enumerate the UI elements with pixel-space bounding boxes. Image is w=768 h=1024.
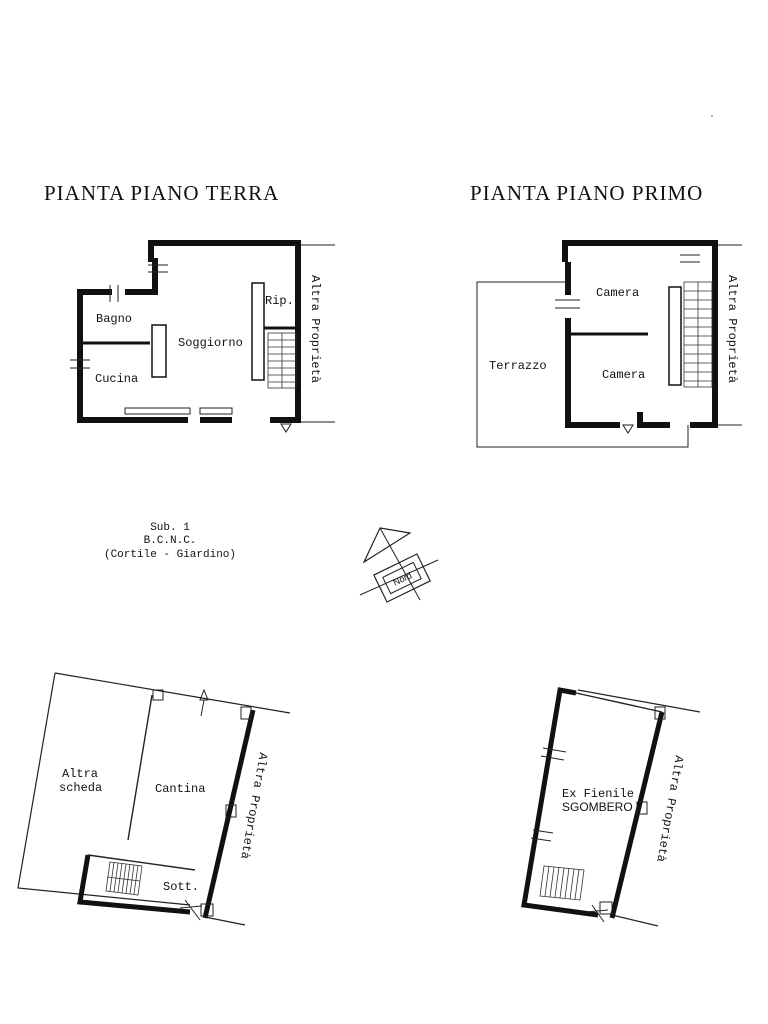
courtyard-note: Sub. 1 B.C.N.C. (Cortile - Giardino) bbox=[104, 522, 236, 561]
room-label-fienile: Ex Fienile bbox=[562, 787, 634, 801]
courtyard-sub: Sub. 1 bbox=[150, 522, 190, 534]
courtyard-description: (Cortile - Giardino) bbox=[104, 549, 236, 561]
ground-outer-wall bbox=[77, 289, 112, 365]
door-mark bbox=[585, 909, 609, 913]
room-label-ripostiglio: Rip. bbox=[265, 294, 294, 308]
staircase bbox=[683, 281, 713, 388]
partition-wall bbox=[151, 324, 167, 378]
partition-wall bbox=[668, 286, 682, 386]
window bbox=[530, 837, 552, 842]
entrance-arrow-icon bbox=[200, 699, 205, 717]
pillar bbox=[225, 804, 237, 818]
boundary-line bbox=[17, 672, 191, 906]
room-label-camera-bottom: Camera bbox=[602, 368, 645, 382]
barn-wall bbox=[575, 692, 663, 713]
neighbor-label: Altra Proprietà bbox=[725, 275, 739, 383]
boundary-line bbox=[204, 916, 246, 926]
ground-outer-wall bbox=[148, 240, 301, 423]
first-outer-wall bbox=[565, 318, 620, 428]
staircase bbox=[539, 865, 585, 901]
first-outer-wall bbox=[562, 240, 718, 428]
door-mark bbox=[184, 899, 201, 921]
room-label-cucina: Cucina bbox=[95, 372, 138, 386]
room-label-bagno: Bagno bbox=[96, 312, 132, 326]
entrance-arrow-icon bbox=[622, 424, 634, 434]
ground-floor-plan: Bagno Soggiorno Cucina Rip. Altra Propri… bbox=[70, 240, 335, 433]
room-label-sgombero: SGOMBERO bbox=[562, 800, 633, 814]
north-arrow-icon: Nord bbox=[359, 527, 439, 603]
first-outer-wall bbox=[637, 412, 670, 428]
boundary-line bbox=[54, 672, 291, 714]
room-label-sottoscala: Sott. bbox=[163, 880, 199, 894]
pillar bbox=[200, 903, 214, 917]
room-label-soggiorno: Soggiorno bbox=[178, 336, 243, 350]
staircase bbox=[267, 332, 297, 389]
pillar bbox=[654, 706, 666, 720]
boundary-line bbox=[577, 689, 701, 713]
ground-outer-wall bbox=[77, 340, 188, 423]
room-label-camera-top: Camera bbox=[596, 286, 639, 300]
neighbor-label: Altra Proprietà bbox=[308, 275, 322, 383]
room-label-cantina: Cantina bbox=[155, 782, 205, 796]
pillar bbox=[636, 801, 648, 815]
window bbox=[540, 755, 565, 761]
boundary-line bbox=[611, 914, 659, 927]
door-mark bbox=[591, 904, 605, 923]
barn-block-plan: Ex Fienile SGOMBERO Altra Proprietà bbox=[521, 687, 701, 927]
cellar-wall bbox=[77, 854, 191, 915]
cellar-wall bbox=[87, 854, 196, 871]
door-mark bbox=[179, 905, 203, 909]
room-label-altra: Altra bbox=[62, 767, 98, 781]
window bbox=[124, 407, 191, 415]
room-label-scheda: scheda bbox=[59, 781, 102, 795]
barn-wall bbox=[609, 711, 665, 919]
pillar bbox=[152, 689, 164, 701]
courtyard-bcnc: B.C.N.C. bbox=[144, 535, 197, 547]
first-floor-plan: Camera Camera Terrazzo Altra Proprietà bbox=[476, 240, 742, 448]
cellar-wall bbox=[202, 709, 256, 919]
terrace-outline bbox=[476, 281, 689, 448]
window bbox=[199, 407, 233, 415]
room-label-terrazzo: Terrazzo bbox=[489, 359, 547, 373]
barn-wall bbox=[521, 687, 599, 918]
first-floor-title: PIANTA PIANO PRIMO bbox=[470, 181, 703, 205]
cellar-block-plan: Altra scheda Cantina Sott. Altra Proprie… bbox=[17, 672, 291, 926]
entrance-arrow-icon bbox=[280, 423, 292, 433]
window bbox=[532, 829, 554, 834]
ground-floor-title: PIANTA PIANO TERRA bbox=[44, 181, 279, 205]
divider-wall bbox=[127, 694, 153, 841]
staircase bbox=[105, 861, 143, 896]
partition-wall bbox=[251, 282, 265, 381]
north-label: Nord bbox=[391, 570, 413, 588]
neighbor-label: Altra Proprietà bbox=[653, 754, 686, 863]
ground-outer-wall bbox=[125, 258, 158, 295]
pillar bbox=[240, 706, 252, 720]
window bbox=[542, 747, 567, 753]
scan-speck bbox=[711, 115, 713, 117]
pillar bbox=[599, 901, 613, 915]
